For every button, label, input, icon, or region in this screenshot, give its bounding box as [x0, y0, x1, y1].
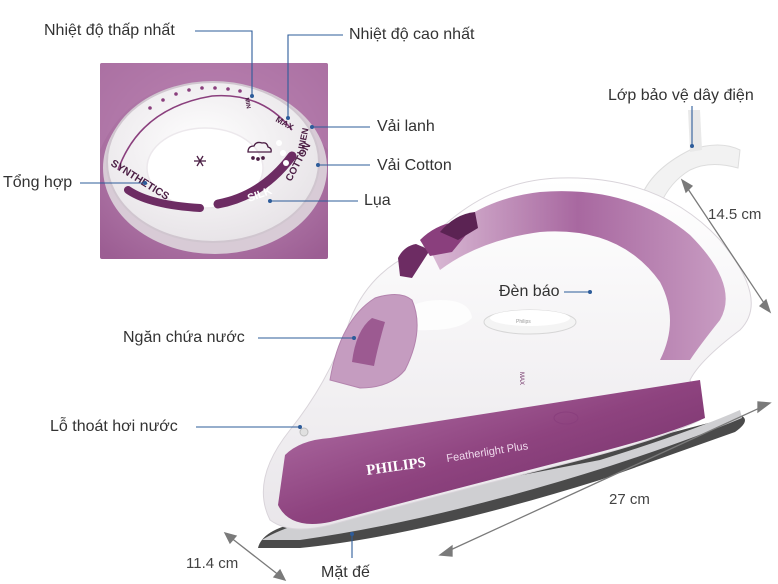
label-cotton: Vải Cotton: [377, 157, 452, 174]
label-indicator: Đèn báo: [499, 283, 560, 300]
leader-lines: [80, 30, 693, 558]
label-cord-guard: Lớp bảo vệ dây điện: [608, 87, 754, 104]
indicator-mark: Philips: [516, 319, 531, 325]
label-synthetic: Tổng hợp: [3, 174, 73, 191]
leader-dots: [143, 94, 694, 536]
length-arrow: [445, 405, 765, 553]
width-arrow: [229, 536, 281, 577]
label-linen: Vải lanh: [377, 118, 435, 135]
snowflake-icon: [194, 155, 206, 167]
power-cord-guard: [639, 144, 741, 206]
dimension-height: 14.5 cm: [708, 206, 762, 223]
steam-iron: Philips MAX PHILIPS Featherlight Plus: [258, 110, 752, 548]
label-soleplate: Mặt đế: [321, 564, 370, 581]
label-silk: Lụa: [364, 192, 391, 209]
label-min-temp: Nhiệt độ thấp nhất: [44, 22, 175, 39]
label-water-tank: Ngăn chứa nước: [123, 329, 245, 346]
dimension-arrows: [223, 178, 772, 582]
tank-max-mark: MAX: [518, 372, 524, 385]
iron-handle: [430, 191, 726, 360]
leader-min-temp: [195, 30, 253, 96]
dial-inset: SILK SYNTHETICS COTTON LINEN MAX MIN: [100, 63, 328, 259]
label-max-temp: Nhiệt độ cao nhất: [349, 26, 475, 43]
dial-mark-min: MIN: [243, 97, 251, 109]
dimension-length: 27 cm: [609, 491, 650, 508]
steam-slider: [440, 212, 478, 240]
height-arrow: [685, 185, 767, 307]
dimension-width: 11.4 cm: [186, 555, 239, 572]
steam-cloud-icon: [247, 141, 272, 161]
leader-max-temp: [287, 34, 343, 118]
steam-button: [398, 244, 430, 278]
label-steam-vent: Lỗ thoát hơi nước: [50, 418, 178, 435]
